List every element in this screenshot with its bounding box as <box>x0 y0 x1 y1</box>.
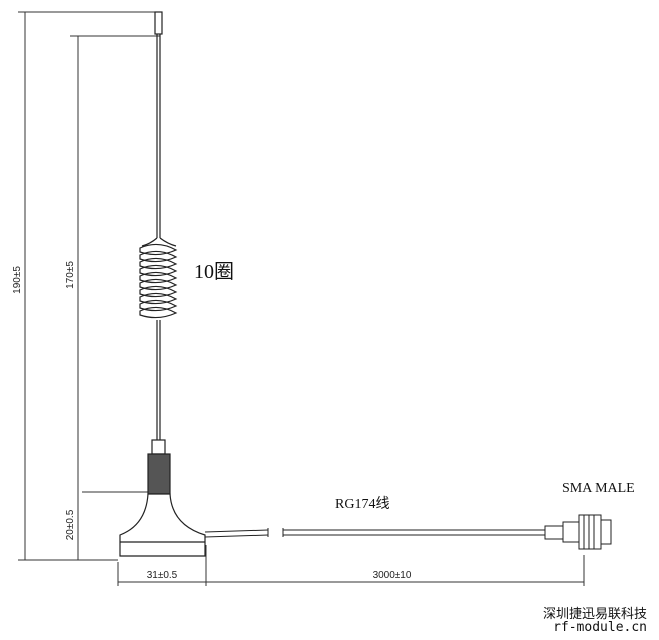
company-website: rf-module.cn <box>553 620 647 635</box>
magnetic-base <box>119 493 206 557</box>
connector-label: SMA MALE <box>562 481 635 496</box>
cable-segment-left-top <box>204 529 269 533</box>
whip-height-label: 170±5 <box>65 261 76 289</box>
coil-spring <box>139 243 178 319</box>
base-diameter-label: 31±0.5 <box>147 570 178 581</box>
base-height-label: 20±0.5 <box>65 509 76 540</box>
coil-label: 10圈 <box>194 261 234 283</box>
whip-tip <box>154 11 163 35</box>
whip-collar <box>151 439 166 455</box>
sma-connector <box>544 514 612 550</box>
company-name: 深圳捷迅易联科技 <box>542 607 647 622</box>
cable-label: RG174线 <box>335 496 389 512</box>
total-height-label: 190±5 <box>12 266 23 294</box>
cable-length-label: 3000±10 <box>373 570 412 581</box>
cable-segment-left-bottom <box>204 534 269 538</box>
coil-entry <box>141 237 177 247</box>
spring-ferrule <box>147 453 171 495</box>
